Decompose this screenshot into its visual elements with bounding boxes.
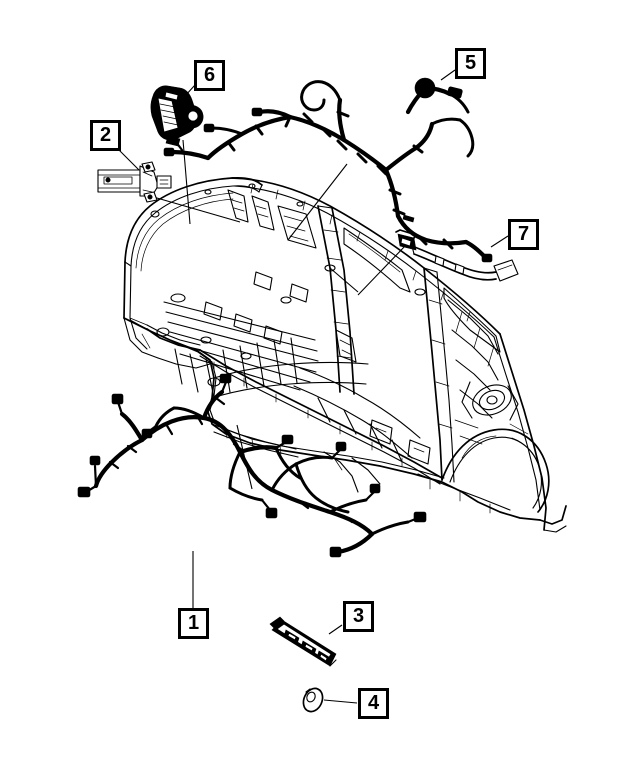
- callout-label-3: 3: [352, 604, 365, 627]
- callout-box-5[interactable]: 5: [455, 48, 486, 79]
- part-6-multi-pin-connector: [150, 85, 204, 152]
- callout-label-1: 1: [187, 611, 200, 634]
- callout-label-2: 2: [99, 123, 112, 146]
- callout-label-5: 5: [464, 51, 477, 74]
- body-interior-brackets: [156, 189, 529, 514]
- callout-box-6[interactable]: 6: [194, 60, 225, 91]
- body-fasteners: [150, 183, 304, 218]
- callout-box-2[interactable]: 2: [90, 120, 121, 151]
- part-5-roof-wiring-harness: [163, 77, 493, 263]
- harness-1-clips: [108, 396, 354, 524]
- leader-7-harness-to-rocker: [357, 244, 407, 296]
- leader-5-harness-to-pillar: [287, 163, 348, 241]
- leader-5-to-harness: [440, 69, 456, 81]
- floor-pan-ribs: [163, 301, 319, 399]
- part-7-jumper-harness: [395, 214, 519, 282]
- callout-label-7: 7: [517, 222, 530, 245]
- leader-4-to-grommet: [323, 699, 358, 704]
- harness-5-clips: [302, 110, 454, 250]
- leader-center-to-body: [329, 267, 359, 293]
- leader-7-to-harness: [490, 235, 509, 248]
- part-2-connector-socket: [97, 161, 172, 203]
- callout-label-6: 6: [203, 63, 216, 86]
- leader-3-to-plate: [328, 624, 343, 635]
- vehicle-body-shell: [123, 176, 567, 533]
- callout-box-1[interactable]: 1: [178, 608, 209, 639]
- leader-2-part-to-body: [149, 195, 241, 223]
- callout-label-4: 4: [367, 691, 380, 714]
- part-4-grommet: [302, 687, 324, 713]
- part-1-floor-wiring-harness: [77, 373, 427, 558]
- part-3-sill-scuff-plate: [269, 616, 337, 667]
- callout-box-3[interactable]: 3: [343, 601, 374, 632]
- callout-box-4[interactable]: 4: [358, 688, 389, 719]
- callout-box-7[interactable]: 7: [508, 219, 539, 250]
